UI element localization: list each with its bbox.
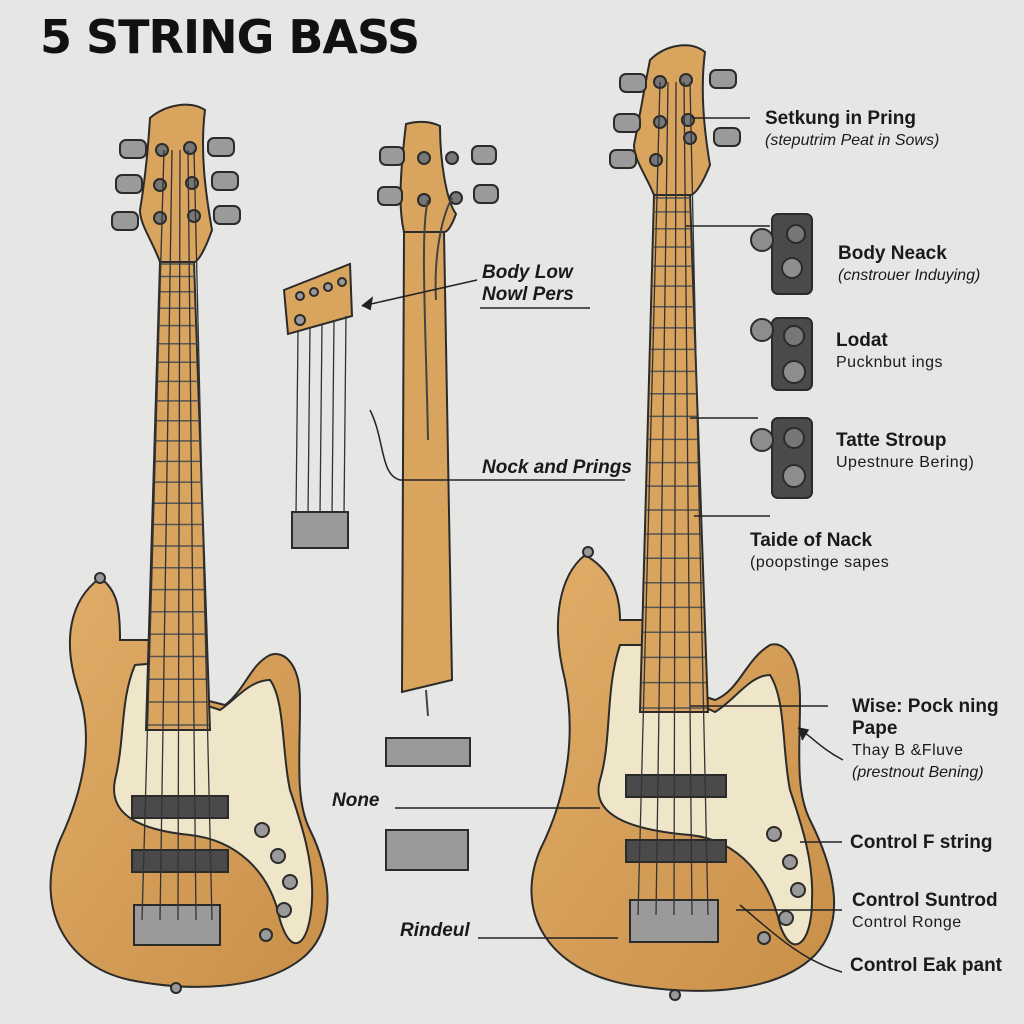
tuner-peg [211,171,239,191]
page-title: 5 STRING BASS [40,10,420,64]
label-control-eak-pant: Control Eak pant [850,955,1003,976]
label-control-f-string: Control F string [850,832,993,853]
bridge-part-detail [385,737,471,871]
leader-lines [361,117,844,973]
tuner-peg [111,211,139,231]
right-bass-pickup [625,839,727,863]
left-bass-bridge [133,904,221,946]
left-bass-pickup [131,849,229,873]
label-control-suntrod: Control Suntrod Control Ronge [852,890,998,931]
label-wise-pock-ning: Wise: Pock ning Pape Thay B &Fluve (pres… [852,696,999,781]
label-body-neack: Body Neack (cnstrouer Induying) [838,243,981,284]
control-plate-3 [750,417,813,499]
label-tatte-stroup: Tatte Stroup Upestnure Bering) [836,430,975,471]
label-taide-of-nack: Taide of Nack (poopstinge sapes [750,530,890,571]
tuner-peg [119,139,147,159]
tuner-peg [207,137,235,157]
tuner-peg [115,174,143,194]
control-plate-1 [750,213,813,295]
control-plate-2 [750,317,813,391]
left-bass-headstock [138,103,214,263]
label-body-low: Body Low Nowl Pers [482,262,574,305]
label-none: None [332,790,380,811]
right-bass-pickup [625,774,727,798]
right-bass-strings [637,81,709,916]
left-bass-neck [144,261,212,731]
right-bass [530,44,836,1001]
left-bass-strings [141,149,213,921]
left-bass-pickup [131,795,229,819]
tuner-peg [213,205,241,225]
label-rindeul: Rindeul [400,920,470,941]
right-bass-headstock [632,44,712,196]
label-setkung-in-pring: Setkung in Pring (steputrim Peat in Sows… [765,108,940,149]
detached-neck [377,120,499,717]
label-nock-and-prings: Nock and Prings [482,457,632,478]
string-retainer-detail [282,262,354,549]
label-lodat: Lodat Pucknbut ings [836,330,944,371]
